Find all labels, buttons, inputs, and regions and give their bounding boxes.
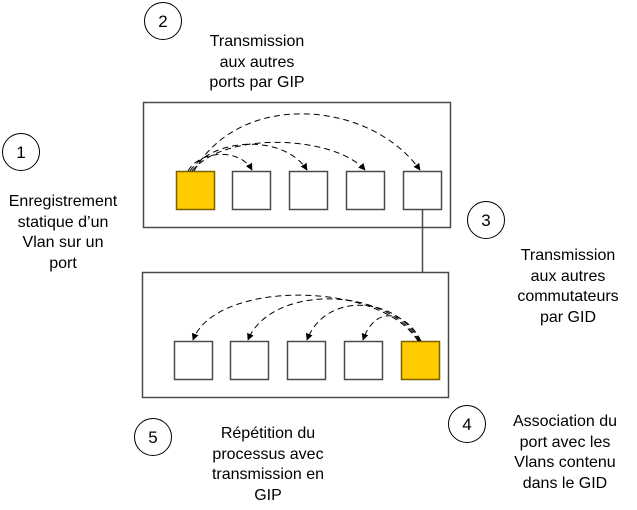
step-5-description: Répétition du processus avec transmissio…: [212, 424, 324, 506]
step-2-line: Transmission: [209, 33, 305, 50]
step-1-circle: [2, 133, 40, 171]
step-2-number: 2: [158, 12, 167, 31]
step-3-description: Transmission aux autres commutateurs par…: [517, 246, 618, 328]
switch-2-port-4[interactable]: [343, 340, 384, 381]
switch-1-port-1[interactable]: [175, 170, 216, 211]
step-1-description: Enregistrement statique d’un Vlan sur un…: [9, 192, 118, 274]
step-4-description: Association du port avec les Vlans conte…: [513, 412, 617, 494]
switch-2-port-5[interactable]: [400, 340, 441, 381]
step-2-description: Transmission aux autres ports par GIP: [209, 32, 304, 94]
step-1-number: 1: [16, 143, 25, 162]
gip-arrow-5-to-3: [305, 304, 421, 342]
gip-arrow-1-to-4: [191, 141, 366, 172]
step-1-line: statique d’un: [17, 213, 109, 231]
switch-2-port-3[interactable]: [286, 340, 327, 381]
step-3-line: aux autres: [530, 267, 606, 285]
step-4-line: Association du: [512, 413, 618, 430]
step-5-circle: [134, 418, 172, 456]
step-3-line: commutateurs: [517, 288, 619, 305]
gip-arrow-1-to-5: [193, 113, 421, 172]
step-4-circle: [448, 405, 486, 443]
gip-arrow-5-to-1: [191, 294, 419, 342]
step-4-line: Vlans contenu: [514, 454, 616, 471]
step-1-line: Vlan sur un: [22, 234, 104, 251]
step-2-badge: 2: [144, 2, 182, 40]
step-2-circle: [144, 2, 182, 40]
step-3-line: par GID: [539, 308, 596, 326]
switch-2: [141, 271, 450, 399]
step-4-line: port avec les: [519, 433, 611, 451]
switch-1-port-4[interactable]: [345, 170, 386, 211]
step-4-badge: 4: [448, 405, 486, 443]
switch-1-port-3[interactable]: [288, 170, 329, 211]
switch-2-port-1[interactable]: [173, 340, 214, 381]
switch-1-port-5[interactable]: [402, 170, 443, 211]
step-5-line: GIP: [254, 486, 282, 504]
step-5-line: processus avec: [212, 445, 324, 463]
step-3-circle: [467, 201, 505, 239]
step-1-badge: 1: [2, 133, 40, 171]
step-2-line: aux autres: [219, 53, 295, 71]
switch-2-port-2[interactable]: [229, 340, 270, 381]
switch-1-port-2[interactable]: [231, 170, 272, 211]
step-5-line: Répétition du: [220, 425, 316, 442]
step-5-badge: 5: [134, 418, 172, 456]
step-1-line: port: [49, 254, 77, 272]
step-3-badge: 3: [467, 201, 505, 239]
step-3-line: Transmission: [520, 247, 616, 264]
step-4-number: 4: [462, 415, 471, 434]
step-5-number: 5: [148, 428, 157, 447]
switch-1: [142, 101, 452, 229]
step-2-line: ports par GIP: [209, 74, 305, 91]
step-1-line: Enregistrement: [8, 193, 118, 210]
gip-arrow-5-to-2: [247, 298, 420, 342]
gip-arrow-5-to-4: [361, 315, 422, 342]
step-5-line: transmission en: [211, 466, 325, 483]
step-3-number: 3: [481, 211, 490, 230]
step-4-line: dans le GID: [522, 474, 608, 492]
